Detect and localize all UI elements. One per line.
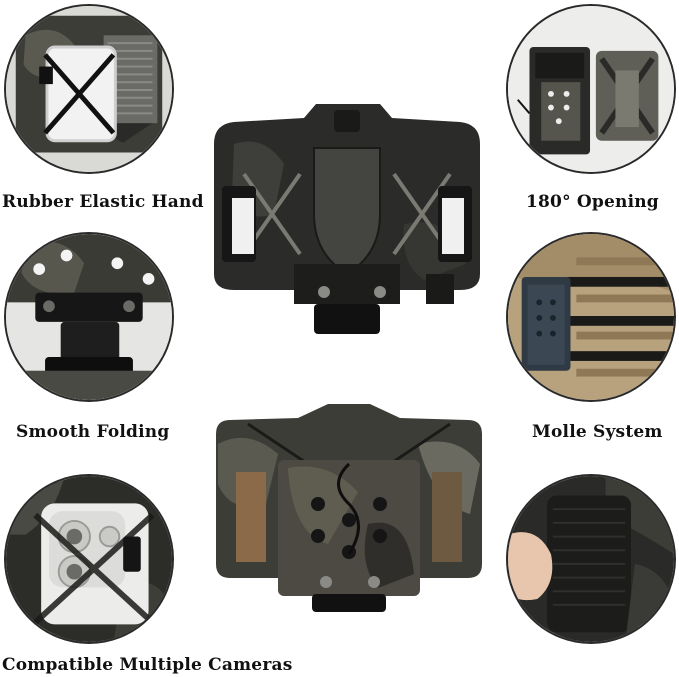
- opening-180-detail-photo: [506, 4, 676, 174]
- multiple-cameras-detail-photo: [4, 474, 174, 644]
- caption-180-opening: 180° Opening: [526, 192, 659, 212]
- elastic-hand-detail-photo: [4, 4, 174, 174]
- molle-system-detail-photo: [506, 232, 676, 402]
- product-back-photo: [208, 404, 490, 614]
- velcro-detail-photo: [506, 474, 676, 644]
- caption-smooth-folding: Smooth Folding: [16, 422, 170, 442]
- product-front-photo: [204, 104, 490, 340]
- caption-rubber-elastic-hand: Rubber Elastic Hand: [2, 192, 204, 212]
- smooth-folding-detail-photo: [4, 232, 174, 402]
- caption-molle-system: Molle System: [532, 422, 663, 442]
- caption-compatible-multiple-cameras: Compatible Multiple Cameras: [2, 655, 293, 675]
